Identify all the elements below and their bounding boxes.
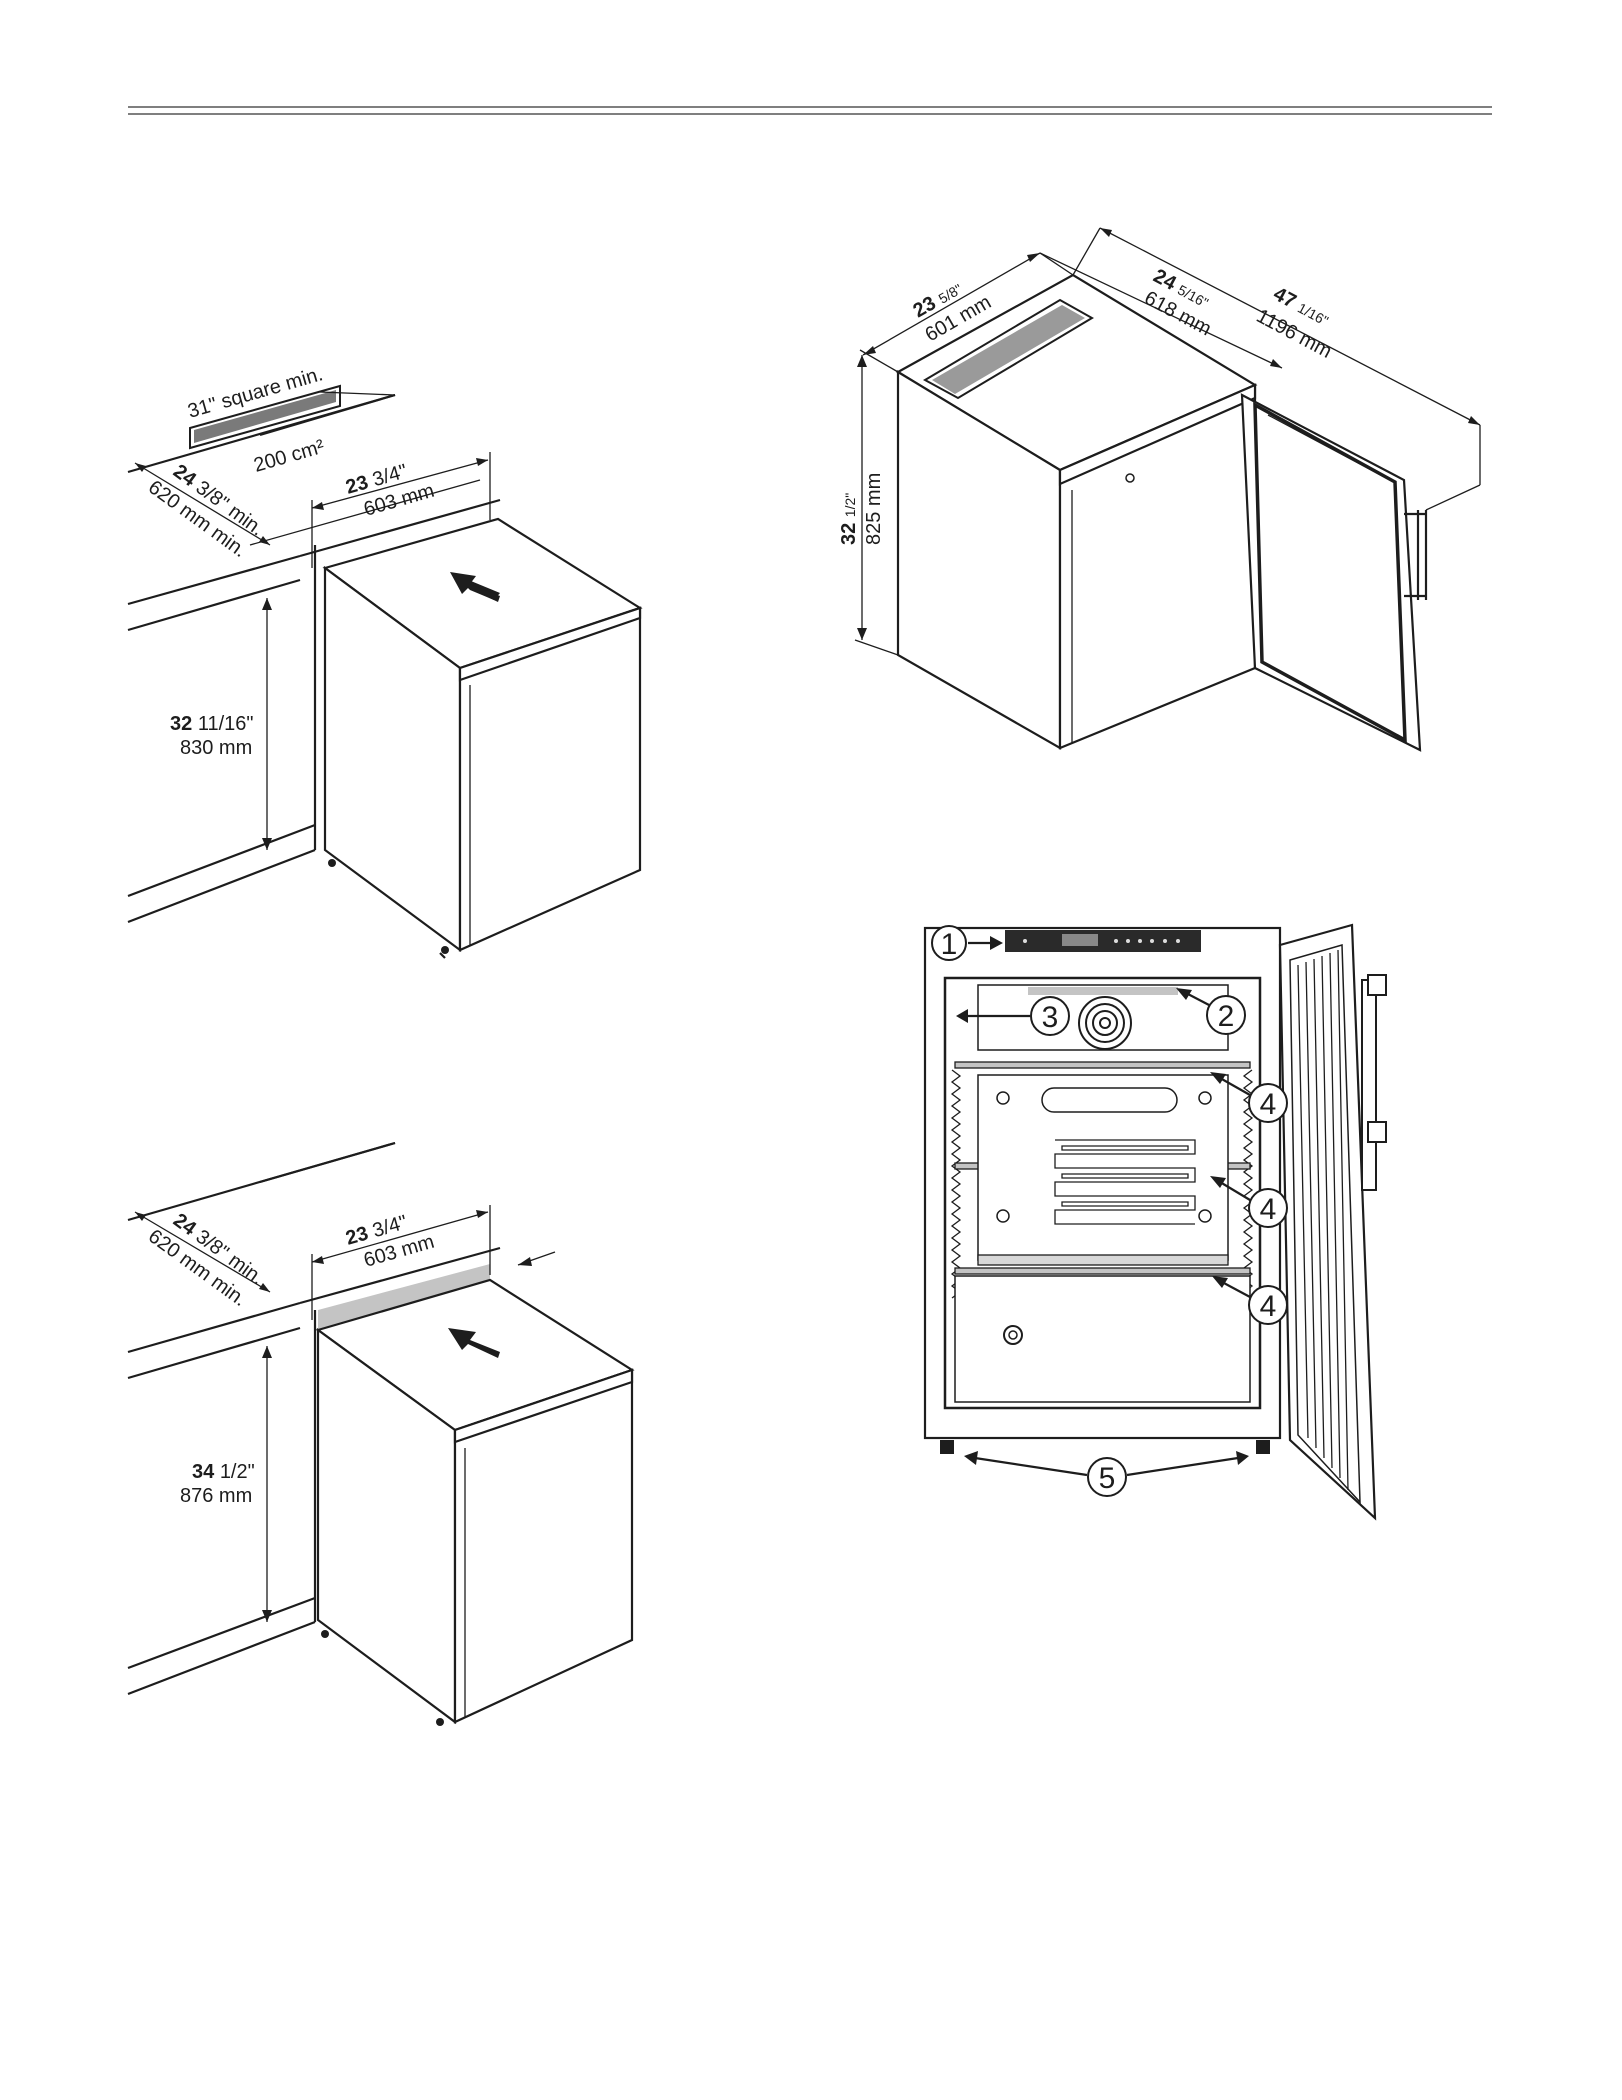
shelf-1 [955,1062,1250,1068]
shelf-3 [955,1268,1250,1274]
front-view-diagram [925,925,1386,1518]
svg-text:1: 1 [941,928,958,961]
height-inch-label: 34 1/2" [192,1461,255,1483]
control-panel [1005,930,1201,952]
height-inch-label: 32 1/2" [838,493,860,545]
callout-5: 5 [964,1451,1249,1496]
appliance-top-install [325,519,640,958]
header-rule [128,107,1492,114]
vent-area-label: 200 cm² [251,436,327,477]
height-mm-label: 825 mm [863,473,885,545]
height-mm-label: 876 mm [180,1485,252,1507]
svg-text:3: 3 [1042,1001,1059,1034]
height-inch-label: 32 11/16" [170,713,253,735]
front-door-handle [1362,975,1386,1190]
svg-text:5: 5 [1099,1462,1116,1495]
svg-text:2: 2 [1218,1000,1235,1033]
svg-text:4: 4 [1260,1290,1277,1323]
height-mm-label: 830 mm [180,737,252,759]
svg-text:4: 4 [1260,1088,1277,1121]
appliance-bottom-install [318,1280,632,1726]
svg-text:4: 4 [1260,1193,1277,1226]
